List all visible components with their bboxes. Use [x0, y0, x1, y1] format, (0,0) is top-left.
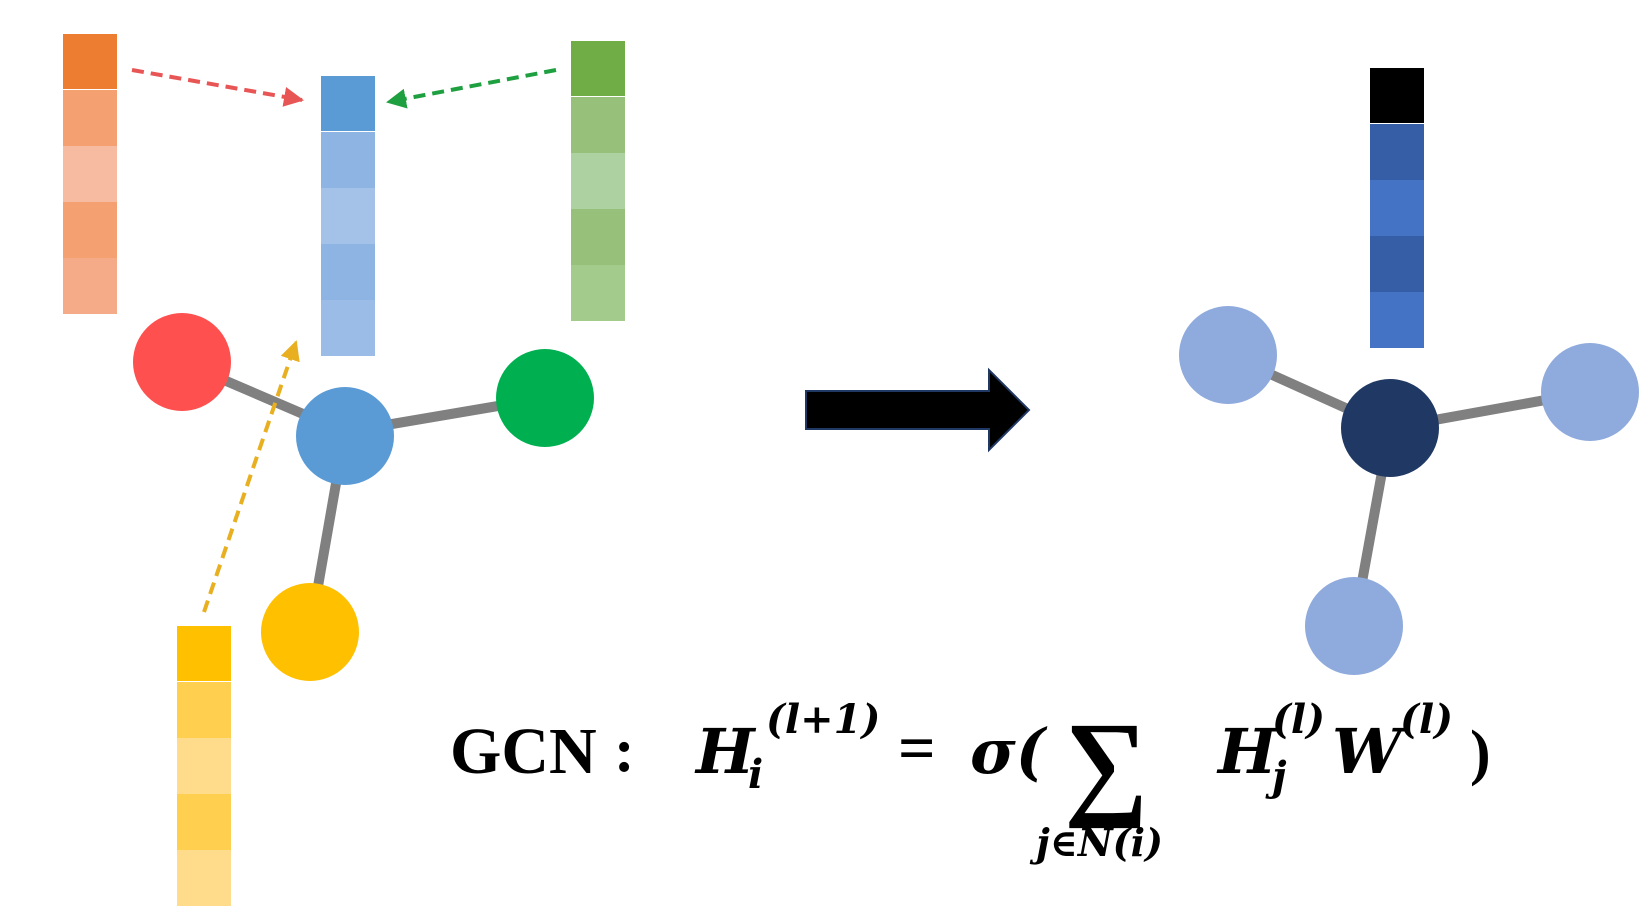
yellow-cell-1 — [177, 626, 231, 682]
feature-vector-yellow — [177, 626, 231, 906]
orange-cell-4 — [63, 202, 117, 258]
message-arrows — [131, 68, 557, 613]
yellow-cell-5 — [177, 850, 231, 906]
node-out-bottom — [1305, 577, 1403, 675]
formula-activation: σ( — [970, 715, 1048, 788]
formula-label: GCN — [450, 715, 597, 788]
yellow-cell-3 — [177, 738, 231, 794]
orange-cell-5 — [63, 258, 117, 314]
orange-cell-2 — [63, 90, 117, 146]
yellow-cell-4 — [177, 794, 231, 850]
node-red — [133, 313, 231, 411]
formula-term-w: W — [1332, 715, 1407, 788]
green-cell-2 — [571, 97, 625, 153]
formula-sum-index: j∈N(i) — [1029, 820, 1163, 865]
right-graph-nodes — [1179, 306, 1639, 675]
feature-vector-blue — [321, 76, 375, 356]
blue-cell-2 — [321, 132, 375, 188]
formula-equals: = — [898, 712, 936, 785]
formula-lhs-subscript: i — [748, 751, 763, 798]
node-green — [496, 349, 594, 447]
node-out-left — [1179, 306, 1277, 404]
output-cell-3 — [1370, 180, 1424, 236]
yellow-cell-2 — [177, 682, 231, 738]
blue-cell-5 — [321, 300, 375, 356]
message-arrow-red — [131, 68, 304, 107]
feature-vector-output — [1370, 68, 1424, 348]
orange-cell-3 — [63, 146, 117, 202]
blue-cell-4 — [321, 244, 375, 300]
left-graph-nodes — [133, 313, 594, 681]
output-cell-4 — [1370, 236, 1424, 292]
output-cell-2 — [1370, 124, 1424, 180]
message-arrow-green — [386, 68, 557, 109]
green-cell-1 — [571, 41, 625, 97]
feature-vector-green — [571, 41, 625, 321]
formula-term-h-superscript: (l) — [1272, 696, 1325, 743]
formula-lhs-symbol: H — [694, 715, 757, 788]
node-yellow — [261, 583, 359, 681]
green-cell-3 — [571, 153, 625, 209]
green-cell-4 — [571, 209, 625, 265]
message-arrow-yellow — [202, 340, 300, 613]
node-out-center — [1341, 379, 1439, 477]
green-cell-5 — [571, 265, 625, 321]
formula-colon: : — [614, 717, 635, 785]
node-out-right — [1541, 343, 1639, 441]
orange-cell-1 — [63, 34, 117, 90]
output-cell-1 — [1370, 68, 1424, 124]
node-center-blue — [296, 387, 394, 485]
blue-cell-3 — [321, 188, 375, 244]
formula-term-h: H — [1216, 715, 1279, 788]
formula-lhs-superscript: (l+1) — [766, 696, 880, 743]
formula-term-w-superscript: (l) — [1400, 696, 1453, 743]
output-cell-5 — [1370, 292, 1424, 348]
feature-vector-orange — [63, 34, 117, 314]
right-arrow-icon — [805, 367, 1031, 453]
gcn-formula: GCN : H (l+1) i = σ( ∑ j∈N(i) H (l) j W … — [450, 696, 1491, 865]
formula-close-paren: ) — [1470, 719, 1491, 787]
blue-cell-1 — [321, 76, 375, 132]
formula-sum-symbol: ∑ — [1064, 698, 1148, 829]
